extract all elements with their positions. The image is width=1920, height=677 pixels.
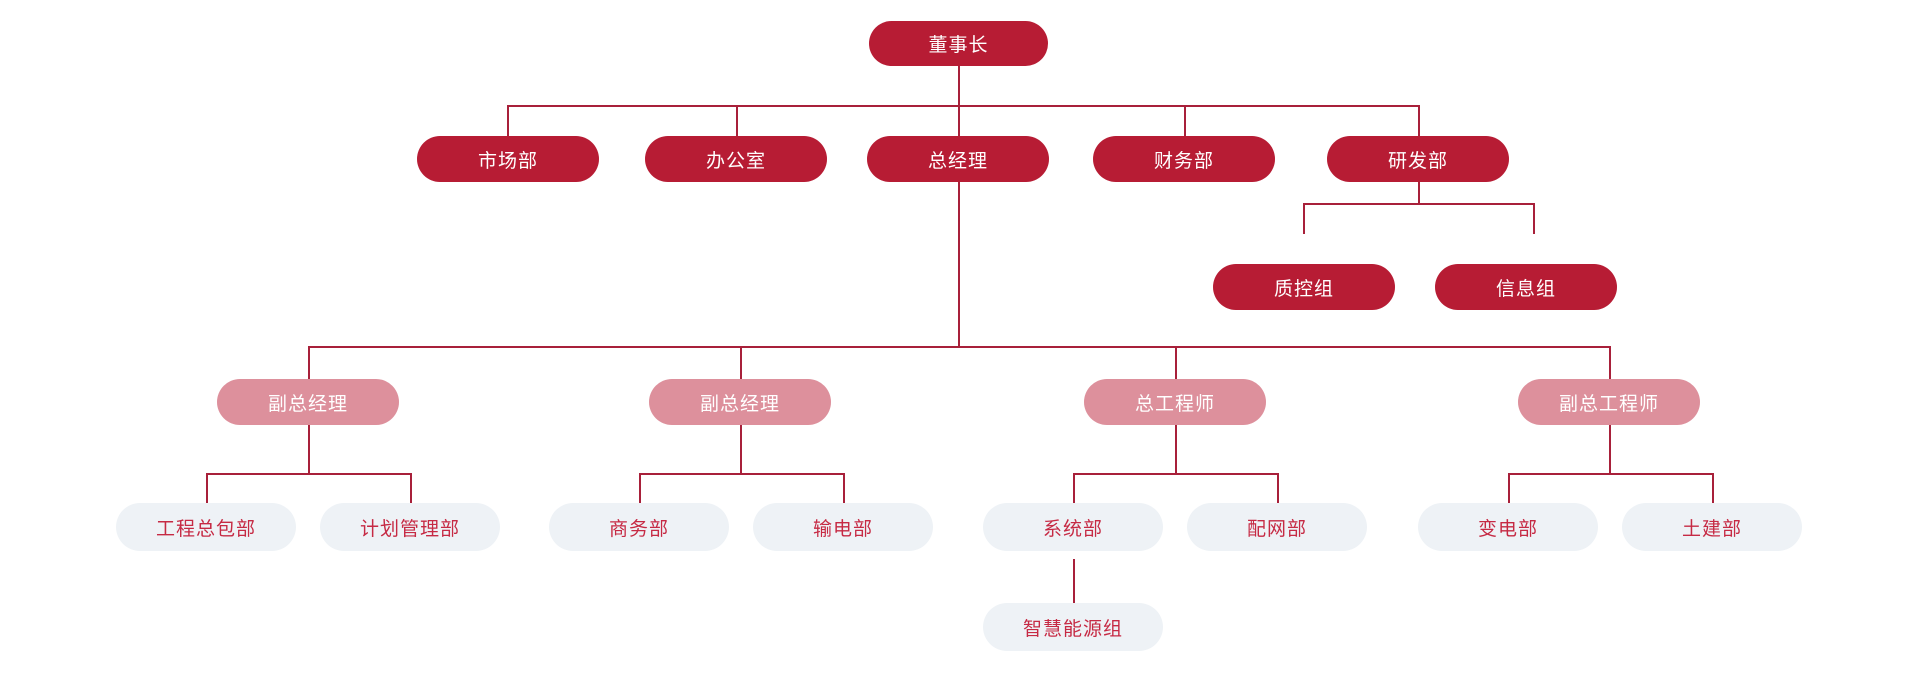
- org-node-rnd[interactable]: 研发部: [1327, 136, 1509, 182]
- connector-drop-info-group: [1533, 203, 1535, 234]
- org-node-civil-dept[interactable]: 土建部: [1622, 503, 1802, 551]
- org-node-smart-energy[interactable]: 智慧能源组: [983, 603, 1163, 651]
- connector-drop-commerce-dept: [639, 473, 641, 503]
- org-node-marketing[interactable]: 市场部: [417, 136, 599, 182]
- connector-drop-rnd: [1418, 105, 1420, 136]
- connector-drop-qc-group: [1303, 203, 1305, 234]
- connector-vice-gm-2-bus: [639, 473, 844, 475]
- org-node-general-manager[interactable]: 总经理: [867, 136, 1049, 182]
- connector-vice-chief-eng-stem: [1609, 409, 1611, 473]
- connector-vice-chief-eng-bus: [1508, 473, 1713, 475]
- connector-chief-engineer-stem: [1175, 409, 1177, 473]
- connector-rnd-bus: [1303, 203, 1534, 205]
- org-node-finance[interactable]: 财务部: [1093, 136, 1275, 182]
- connector-drop-planning-dept: [410, 473, 412, 503]
- org-node-chief-engineer[interactable]: 总工程师: [1084, 379, 1266, 425]
- connector-chairman-stem: [958, 65, 960, 105]
- connector-drop-office: [736, 105, 738, 136]
- org-node-distribution[interactable]: 配网部: [1187, 503, 1367, 551]
- connector-drop-finance: [1184, 105, 1186, 136]
- connector-tier1-bus: [507, 105, 1419, 107]
- connector-vice-gm-1-bus: [206, 473, 411, 475]
- org-node-qc-group[interactable]: 质控组: [1213, 264, 1395, 310]
- connector-rnd-stem: [1418, 166, 1420, 203]
- connector-system-dept-stem: [1073, 559, 1075, 603]
- org-node-vice-gm-1[interactable]: 副总经理: [217, 379, 399, 425]
- org-node-chairman[interactable]: 董事长: [869, 21, 1048, 66]
- org-node-epc-dept[interactable]: 工程总包部: [116, 503, 296, 551]
- connector-drop-system-dept: [1073, 473, 1075, 503]
- connector-drop-distribution: [1277, 473, 1279, 503]
- connector-drop-marketing: [507, 105, 509, 136]
- connector-drop-transmission: [843, 473, 845, 503]
- org-node-office[interactable]: 办公室: [645, 136, 827, 182]
- org-node-vice-gm-2[interactable]: 副总经理: [649, 379, 831, 425]
- connector-drop-substation: [1508, 473, 1510, 503]
- connector-drop-vice-gm-2: [740, 346, 742, 379]
- org-node-commerce-dept[interactable]: 商务部: [549, 503, 729, 551]
- connector-drop-civil-dept: [1712, 473, 1714, 503]
- org-node-vice-chief-eng[interactable]: 副总工程师: [1518, 379, 1700, 425]
- org-node-transmission[interactable]: 输电部: [753, 503, 933, 551]
- connector-drop-vice-chief-eng: [1609, 346, 1611, 379]
- connector-chief-engineer-bus: [1073, 473, 1278, 475]
- org-node-system-dept[interactable]: 系统部: [983, 503, 1163, 551]
- org-node-info-group[interactable]: 信息组: [1435, 264, 1617, 310]
- org-node-substation[interactable]: 变电部: [1418, 503, 1598, 551]
- connector-drop-general-manager: [958, 105, 960, 136]
- connector-vice-gm-2-stem: [740, 409, 742, 473]
- connector-gm-stem: [958, 166, 960, 346]
- connector-vice-bus: [308, 346, 1610, 348]
- connector-drop-chief-engineer: [1175, 346, 1177, 379]
- connector-drop-vice-gm-1: [308, 346, 310, 379]
- org-node-planning-dept[interactable]: 计划管理部: [320, 503, 500, 551]
- connector-drop-epc-dept: [206, 473, 208, 503]
- connector-vice-gm-1-stem: [308, 409, 310, 473]
